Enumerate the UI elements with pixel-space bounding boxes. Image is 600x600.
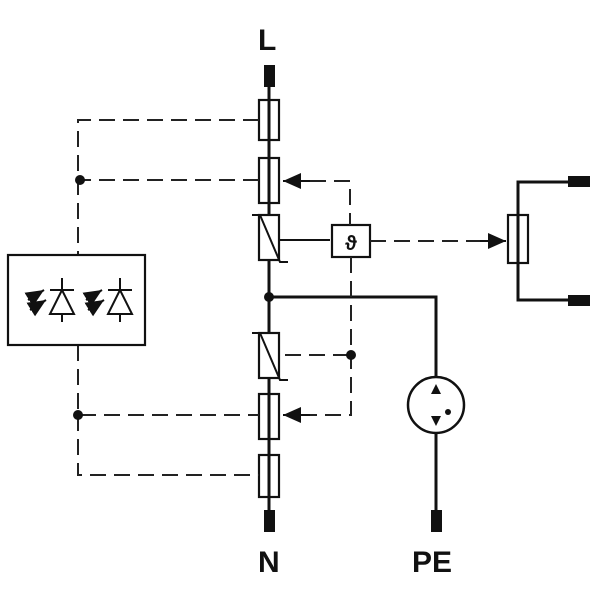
varistor-icon bbox=[252, 331, 288, 381]
terminal-pe bbox=[431, 510, 442, 532]
label-neutral: N bbox=[258, 546, 280, 579]
thermal-disconnect-icon bbox=[257, 392, 310, 441]
remote-contact-icon bbox=[506, 176, 590, 306]
label-protective-earth: PE bbox=[412, 546, 452, 579]
thermal-disconnect-icon bbox=[257, 156, 310, 205]
dashed-links bbox=[77, 119, 506, 476]
varistor-icon bbox=[252, 213, 330, 263]
led-icon bbox=[82, 278, 134, 322]
junction-node bbox=[346, 350, 356, 360]
junction-node bbox=[73, 410, 83, 420]
thermal-symbol: ϑ bbox=[345, 233, 357, 255]
pe-branch bbox=[269, 295, 442, 532]
terminal-n bbox=[264, 510, 275, 532]
led-icon bbox=[24, 278, 76, 322]
terminal-l bbox=[264, 65, 275, 87]
label-line: L bbox=[258, 24, 276, 57]
fuse-icon bbox=[257, 98, 281, 142]
fuse-icon bbox=[257, 453, 281, 499]
junction-node bbox=[75, 175, 85, 185]
thermal-monitor-box: ϑ bbox=[330, 223, 372, 259]
led-indicator-module bbox=[6, 253, 147, 347]
gas-discharge-tube-icon bbox=[406, 375, 466, 435]
